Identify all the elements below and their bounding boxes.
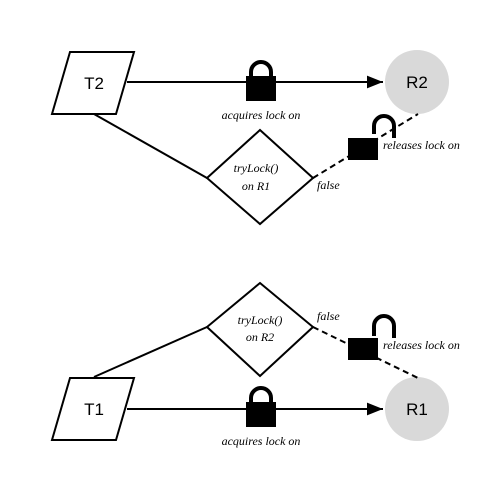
connector-t2-decision — [93, 113, 208, 179]
resource-r2-label: R2 — [406, 73, 428, 92]
thread-t2-node — [50, 51, 136, 115]
bottom-section: T1 R1 acquires lock on tryLock() on R2 f… — [50, 281, 460, 448]
acquire-label-top: acquires lock on — [222, 108, 301, 122]
open-padlock-icon — [348, 114, 396, 160]
decision-r1-line1: tryLock() — [234, 161, 279, 175]
resource-r2-node — [385, 50, 449, 114]
connector-t1-decision — [93, 326, 208, 378]
decision-r2-line2: on R2 — [246, 330, 274, 344]
false-label-top: false — [317, 178, 340, 192]
decision-trylock-r2 — [205, 281, 315, 378]
release-label-bottom: releases lock on — [383, 338, 460, 352]
decision-r2-line1: tryLock() — [238, 313, 283, 327]
top-section: T2 R2 acquires lock on tryLock() on R1 f… — [50, 50, 460, 226]
release-label-top: releases lock on — [383, 138, 460, 152]
resource-r1-node — [385, 377, 449, 441]
acquire-label-bottom: acquires lock on — [222, 434, 301, 448]
false-label-bottom: false — [317, 309, 340, 323]
closed-padlock-icon — [246, 386, 276, 427]
thread-t1-node — [50, 377, 136, 441]
open-padlock-icon — [348, 314, 396, 360]
resource-r1-label: R1 — [406, 400, 428, 419]
closed-padlock-icon — [246, 60, 276, 101]
decision-trylock-r1 — [205, 128, 315, 226]
thread-t1-label: T1 — [84, 400, 104, 419]
thread-t2-label: T2 — [84, 74, 104, 93]
decision-r1-line2: on R1 — [242, 179, 270, 193]
